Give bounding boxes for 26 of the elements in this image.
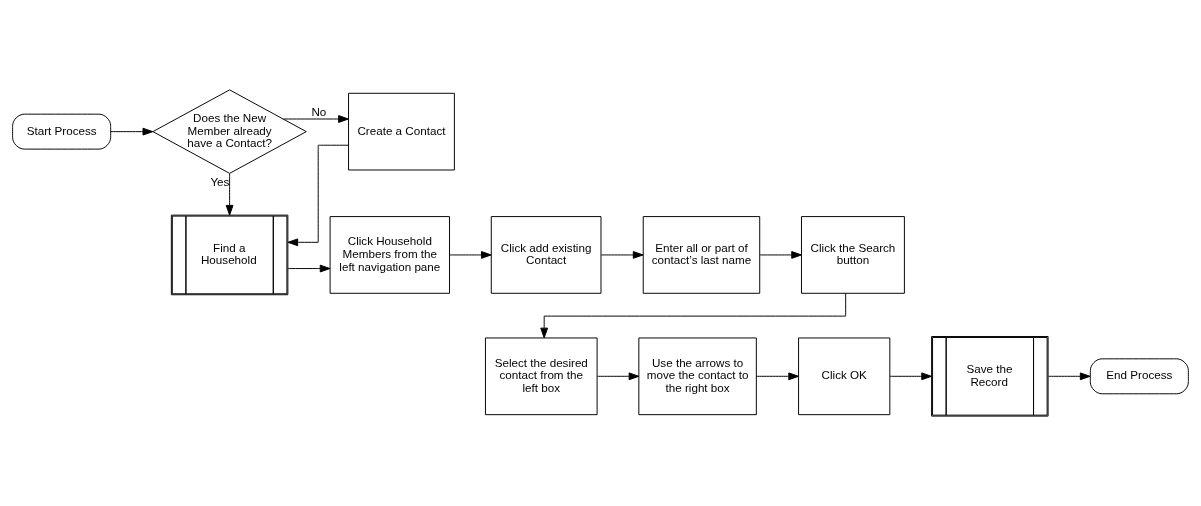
node-box: End Process bbox=[1089, 358, 1189, 395]
node-box: Use the arrows to move the contact to the right box bbox=[638, 337, 757, 416]
edge-label: No bbox=[311, 104, 327, 118]
arrow bbox=[449, 251, 492, 259]
arrow bbox=[759, 251, 802, 259]
node-box: Click Household Members from the left navigation pane bbox=[329, 216, 450, 294]
arrow bbox=[283, 115, 349, 123]
arrow bbox=[110, 127, 154, 136]
arrow bbox=[755, 372, 799, 381]
node-diamond: Does the New Member already have a Contact? bbox=[152, 89, 307, 174]
node-box: Click add existing Contact bbox=[490, 216, 602, 294]
node-box: Enter all or part of contact’s last name bbox=[642, 216, 761, 294]
arrow bbox=[540, 292, 847, 339]
node-box: Click the Search button bbox=[801, 216, 905, 294]
arrow bbox=[596, 372, 640, 381]
arrow bbox=[1048, 372, 1091, 381]
arrow bbox=[287, 144, 349, 247]
arrow bbox=[287, 264, 331, 273]
arrow bbox=[600, 251, 644, 259]
edge-label: Yes bbox=[210, 175, 230, 189]
arrow bbox=[225, 173, 234, 216]
node-box: Select the desired contact from the left box bbox=[484, 337, 598, 416]
arrow bbox=[889, 372, 932, 381]
node-box: Create a Contact bbox=[348, 92, 455, 171]
node-box: Start Process bbox=[12, 113, 112, 150]
node-box: Click OK bbox=[798, 337, 891, 416]
